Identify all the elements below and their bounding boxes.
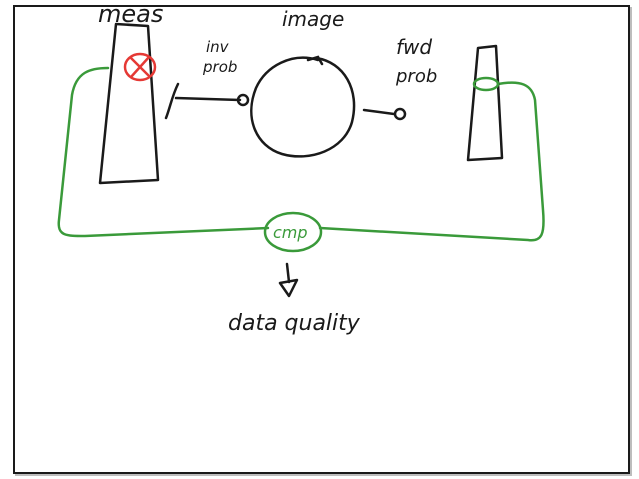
- label-measured: meas: [98, 0, 163, 28]
- forward-arrow-head-icon: [393, 107, 407, 121]
- comparison-loop: [57, 66, 270, 238]
- inverse-problem-arrow: [164, 82, 242, 120]
- label-data-quality: data quality: [228, 311, 361, 336]
- simulated-data-column: [466, 44, 504, 162]
- quality-arrow: [285, 262, 291, 284]
- error-x-icon: [123, 52, 157, 82]
- label-image: image: [282, 7, 344, 31]
- label-inverse-line1: inv: [206, 38, 230, 56]
- circle-arrow-tip-icon: [306, 55, 324, 66]
- label-forward-line1: fwd: [396, 35, 432, 59]
- image-circle: [250, 56, 356, 158]
- label-forward-line2: prob: [395, 66, 437, 87]
- quality-arrow-head-icon: [278, 278, 299, 298]
- measured-data-column: [98, 22, 160, 185]
- compare-node: [263, 211, 323, 253]
- comparison-loop-right: [318, 81, 545, 242]
- forward-problem-arrow: [362, 108, 396, 116]
- inverse-arrow-head-icon: [236, 93, 250, 107]
- label-inverse-line2: prob: [202, 58, 237, 76]
- simulated-data-marker: [472, 76, 500, 92]
- label-compare: cmp: [273, 223, 308, 242]
